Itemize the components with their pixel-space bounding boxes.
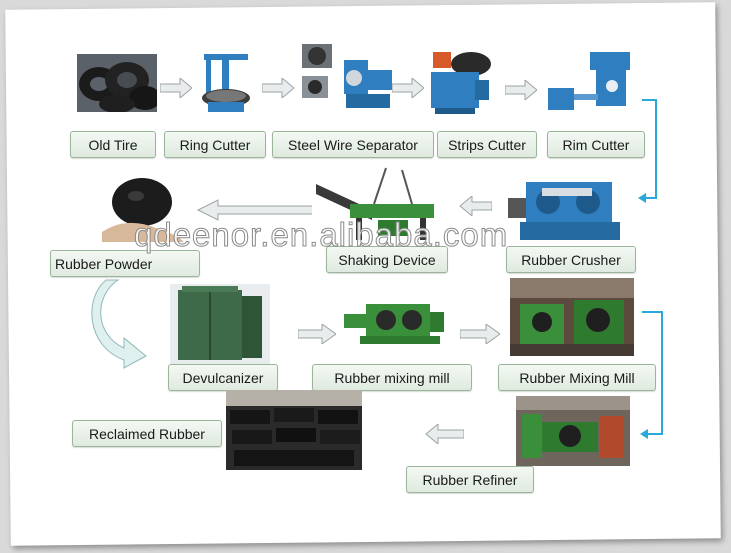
- rim-cutter-photo: [540, 44, 640, 118]
- rubber-mixing-mill-small-photo: [340, 294, 448, 350]
- step-label-rubber-crusher: Rubber Crusher: [506, 246, 636, 273]
- arrow-left-shaking: [459, 196, 492, 216]
- old-tire-photo: [77, 54, 157, 112]
- step-label-steel-wire-separator: Steel Wire Separator: [272, 131, 434, 158]
- strips-cutter-photo: [425, 46, 495, 118]
- shaking-device-photo: [312, 164, 437, 246]
- step-label-rubber-powder: Rubber Powder: [50, 250, 200, 277]
- step-label-rim-cutter: Rim Cutter: [547, 131, 645, 158]
- step-label-shaking-device: Shaking Device: [326, 246, 448, 273]
- arrow-left-powder: [196, 199, 314, 221]
- step-label-rubber-refiner: Rubber Refiner: [406, 466, 534, 493]
- rubber-crusher-photo: [502, 172, 630, 248]
- arrow-right-mixing: [460, 324, 500, 344]
- arrow-left-refiner: [425, 424, 464, 444]
- step-label-rubber-mixing-mill-small: Rubber mixing mill: [312, 364, 472, 391]
- arrow-right-3: [392, 78, 424, 98]
- arrow-right-2: [262, 78, 294, 98]
- arrow-right-devulcanizer: [298, 324, 336, 344]
- step-label-reclaimed-rubber: Reclaimed Rubber: [72, 420, 222, 447]
- rubber-mixing-mill-large-photo: [510, 278, 634, 356]
- step-label-rubber-mixing-mill-large: Rubber Mixing Mill: [498, 364, 656, 391]
- arrow-right-1: [160, 78, 192, 98]
- steel-wire-separator-photo: [300, 40, 400, 120]
- rubber-refiner-photo: [516, 396, 630, 466]
- curved-arrow-down: [91, 279, 147, 369]
- connector-elbow-arrow-2: [640, 311, 663, 439]
- devulcanizer-photo: [170, 284, 270, 364]
- reclaimed-rubber-photo: [226, 390, 362, 470]
- step-label-old-tire: Old Tire: [70, 131, 156, 158]
- step-label-strips-cutter: Strips Cutter: [437, 131, 537, 158]
- connector-elbow-arrow-1: [638, 99, 657, 203]
- rubber-powder-photo: [96, 172, 188, 244]
- watermark-text: qdeenor.en.alibaba.com: [133, 216, 509, 254]
- arrow-right-4: [505, 80, 537, 100]
- step-label-ring-cutter: Ring Cutter: [164, 131, 266, 158]
- step-label-devulcanizer: Devulcanizer: [168, 364, 278, 391]
- ring-cutter-photo: [196, 46, 256, 118]
